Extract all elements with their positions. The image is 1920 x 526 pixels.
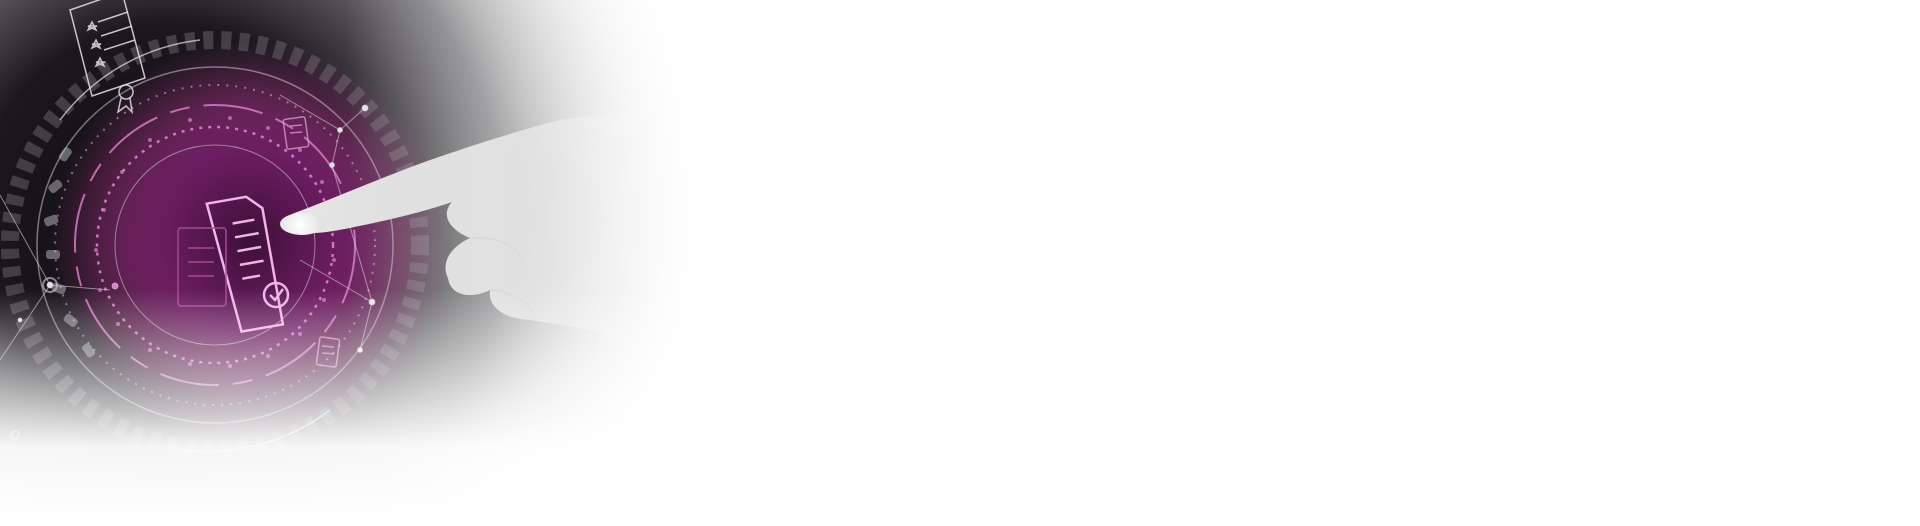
hero-image [0,0,1920,526]
hero-banner [0,0,1920,526]
